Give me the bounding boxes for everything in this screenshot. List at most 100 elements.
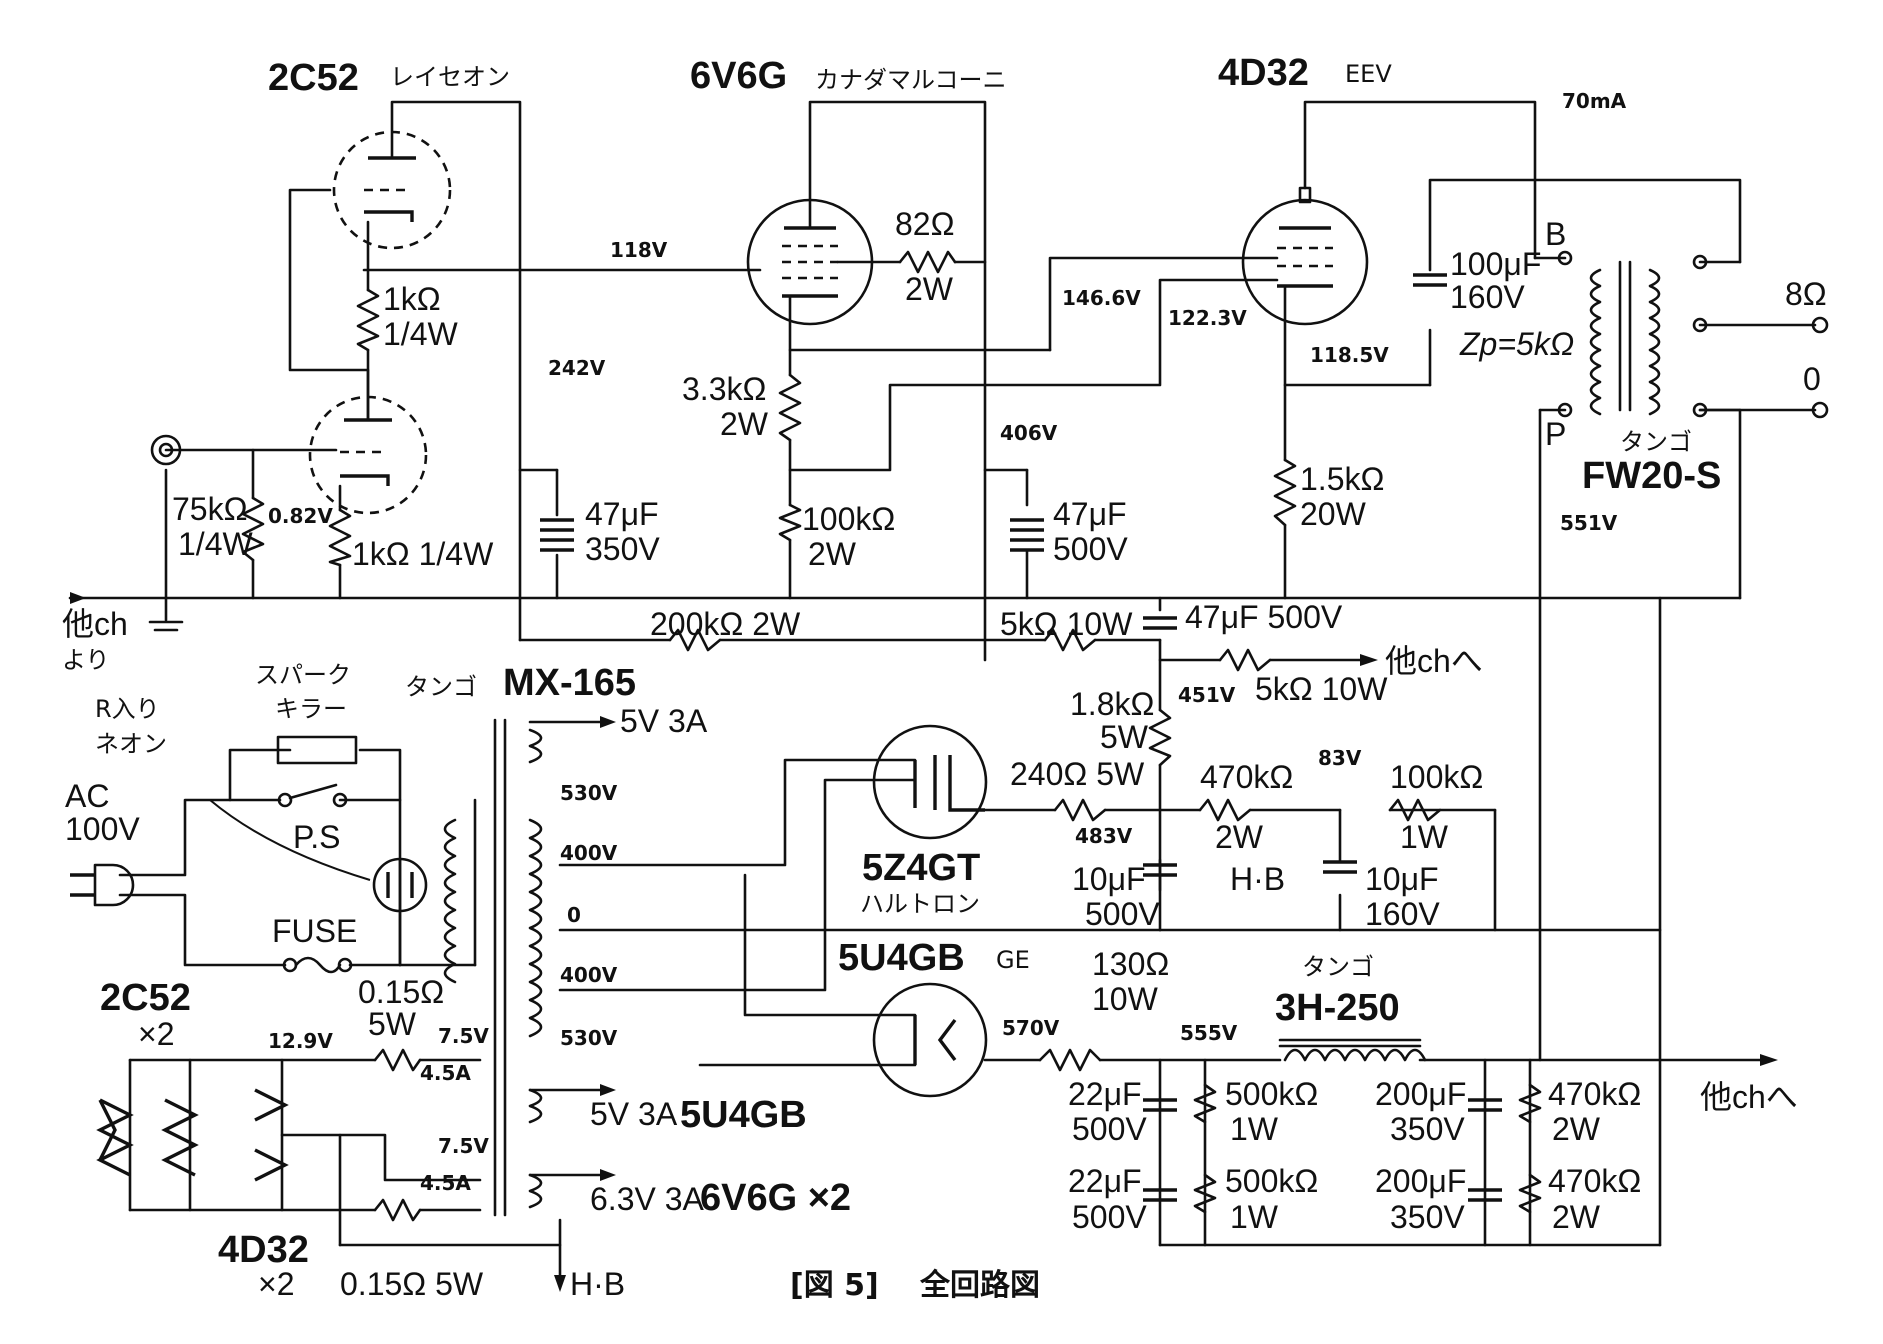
tube-5u4gb-maker: GE [996,946,1030,974]
r-015-a-label: 0.15Ω [358,974,444,1010]
ac-label-2: 100V [65,811,140,847]
r-130-label: 130Ω [1092,946,1169,982]
out-p: P [1545,416,1566,452]
v-555: 555V [1180,1021,1238,1045]
c-200-a-volt: 350V [1390,1111,1465,1147]
c-47-350-volt: 350V [585,531,660,567]
power-switch[interactable] [277,783,348,808]
r-1k-a-label: 1kΩ [383,281,441,317]
heater-4d32: 4D32 [218,1229,309,1271]
to-other-ch-1: 他chへ [1385,643,1483,679]
out-8ohm: 8Ω [1785,276,1827,312]
figure-caption-number: [図 5] [790,1268,879,1303]
i-45-b: 4.5A [420,1171,471,1195]
tap-530-a: 530V [560,781,618,805]
v-570: 570V [1002,1016,1060,1040]
c-22-b-label: 22μF [1068,1163,1142,1199]
r-500k-a-watt: 1W [1230,1111,1279,1147]
r-100k-b-label: 100kΩ [1390,759,1483,795]
heater-2c52-x: ×2 [138,1016,174,1052]
tap-0: 0 [567,903,581,927]
to-other-ch-2: 他chへ [1700,1079,1798,1115]
r-1k-b-label: 1kΩ 1/4W [352,536,494,572]
r-200k-label: 200kΩ 2W [650,606,801,642]
r-18k-label: 1.8kΩ [1070,686,1154,722]
choke-model: 3H-250 [1275,987,1400,1029]
v-242: 242V [548,356,606,380]
resistors [96,250,1542,1222]
spark-killer [276,735,358,765]
tube-2c52-maker: レイセオン [390,63,510,91]
figure-caption-title: 全回路図 [919,1268,1040,1303]
output-transformer [1557,250,1829,419]
c-47-350-label: 47μF [585,496,659,532]
r-500k-b-watt: 1W [1230,1199,1279,1235]
ac-label-1: AC [65,778,109,814]
tap-5v-b: 5V 3A [590,1096,678,1132]
choke-brand: タンゴ [1302,953,1374,981]
r-1k-a-watt: 1/4W [383,316,458,352]
c-47-500-label: 47μF [1053,496,1127,532]
v-551: 551V [1560,511,1618,535]
r-15k-label: 1.5kΩ [1300,461,1384,497]
spark-killer-label-1: スパーク [255,661,351,689]
neon-label-2: ネオン [95,730,167,758]
spark-killer-label-2: キラー [275,695,347,723]
tube-4d32-label: 4D32 [1218,52,1309,94]
fuse-label: FUSE [272,913,357,949]
r-015-b-label: 0.15Ω 5W [340,1266,484,1302]
heater-2c52: 2C52 [100,977,191,1019]
tube-5z4gt-maker: ハルトロン [860,890,980,918]
tube-5z4gt [872,724,988,840]
r-82-label: 82Ω [895,206,955,242]
hb-label-2: H·B [570,1266,625,1302]
r-82-watt: 2W [905,271,954,307]
wiring [68,100,1817,1292]
r-100k-b-watt: 1W [1400,819,1449,855]
tap-5v: 5V 3A [620,703,708,739]
c-200-b-volt: 350V [1390,1199,1465,1235]
tap-400-a: 400V [560,841,618,865]
c-10-160-volt: 160V [1365,896,1440,932]
v-75-b: 7.5V [438,1134,489,1158]
v-483: 483V [1075,824,1133,848]
from-other-ch: 他ch [62,606,128,642]
tube-5z4gt-label: 5Z4GT [862,847,980,889]
heater-4d32-x: ×2 [258,1266,294,1302]
choke-3h250 [1278,1038,1427,1062]
r-500k-a-label: 500kΩ [1225,1076,1318,1112]
tube-4d32-maker: EEV [1345,60,1392,88]
tap-63-tube: 6V6G ×2 [700,1177,851,1219]
c-100u-volt: 160V [1450,279,1525,315]
tube-6v6g-maker: カナダマルコーニ [815,66,1007,94]
fuse [282,956,353,974]
from-other-ch-2: より [62,646,110,674]
c-10-160-label: 10μF [1365,861,1439,897]
r-470k-b-label: 470kΩ [1548,1163,1641,1199]
pwr-brand: タンゴ [405,673,477,701]
power-transformer [443,716,616,1217]
neon-lamp [209,799,428,913]
c-100u-label: 100μF [1450,246,1541,282]
r-470k-label: 470kΩ [1200,759,1293,795]
r-100k-a-watt: 2W [808,536,857,572]
v-1223: 122.3V [1168,306,1247,330]
v-83: 83V [1318,746,1362,770]
i-70ma: 70mA [1562,89,1627,113]
out-0: 0 [1803,361,1821,397]
v-1185: 118.5V [1310,343,1389,367]
r-5k-a-label: 5kΩ 10W [1000,606,1133,642]
ac-plug [70,863,135,907]
v-129: 12.9V [268,1029,333,1053]
hb-label-1: H·B [1230,861,1285,897]
r-500k-b-label: 500kΩ [1225,1163,1318,1199]
c-200-a-label: 200μF [1375,1076,1466,1112]
tap-63: 6.3V 3A [590,1181,705,1217]
i-45-a: 4.5A [420,1061,471,1085]
v-75-a: 7.5V [438,1024,489,1048]
tap-400-b: 400V [560,963,618,987]
r-015-a-watt: 5W [368,1006,417,1042]
tube-4d32 [1241,186,1369,326]
c-47-500v-label: 47μF 500V [1185,599,1343,635]
